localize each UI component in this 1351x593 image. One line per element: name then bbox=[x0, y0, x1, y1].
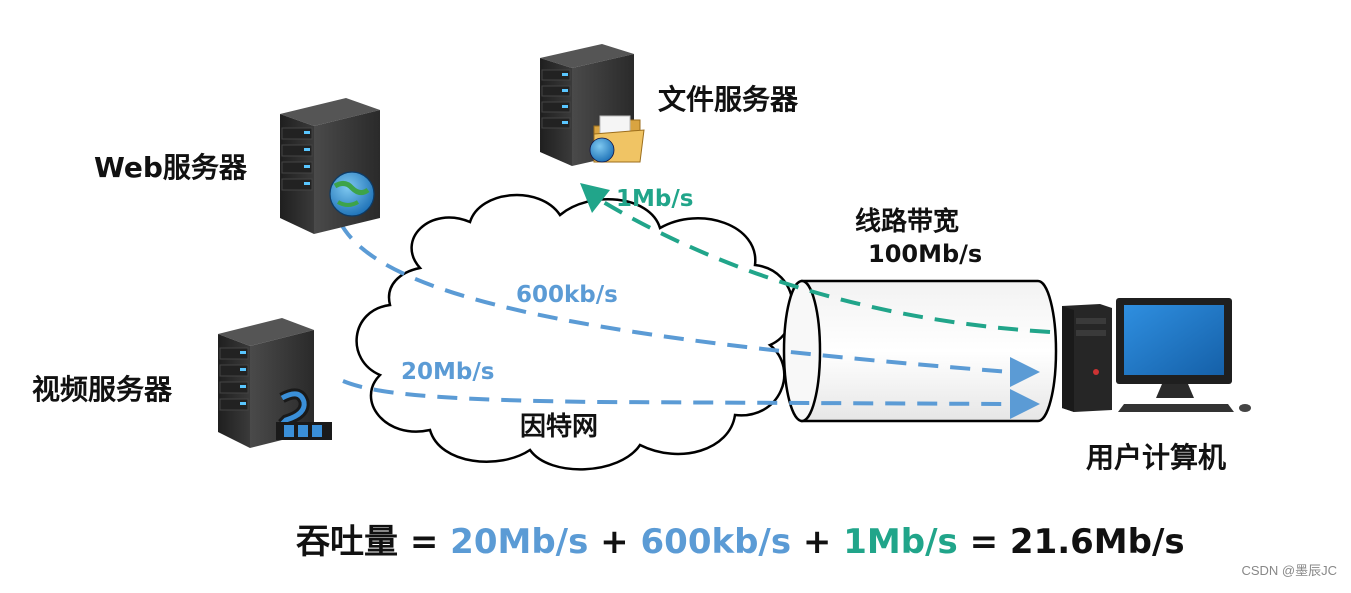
film-strip-icon bbox=[276, 388, 332, 440]
formula-result: 21.6Mb/s bbox=[1009, 522, 1185, 562]
web-rate-label: 600kb/s bbox=[516, 282, 618, 308]
web-server-label: Web服务器 bbox=[94, 151, 247, 184]
web-flow-line bbox=[338, 221, 1011, 374]
internet-cloud-icon bbox=[355, 193, 795, 471]
watermark: CSDN @墨辰JC bbox=[1241, 563, 1337, 578]
video-rate-label: 20Mb/s bbox=[401, 359, 495, 385]
formula-term-web: 600kb/s bbox=[640, 522, 792, 562]
web-server-icon bbox=[280, 98, 380, 234]
formula-prefix: 吞吐量 bbox=[296, 522, 398, 562]
file-flow-arrowhead bbox=[580, 183, 610, 213]
formula-plus: + bbox=[791, 522, 844, 562]
formula-term-video: 20Mb/s bbox=[450, 522, 589, 562]
globe-icon bbox=[329, 171, 375, 217]
internet-label: 因特网 bbox=[520, 412, 599, 442]
link-bandwidth-value: 100Mb/s bbox=[868, 240, 983, 268]
formula-equals: = bbox=[398, 522, 451, 562]
web-flow-arrowhead bbox=[1010, 357, 1040, 387]
desktop-computer-icon bbox=[1062, 298, 1251, 412]
video-server-label: 视频服务器 bbox=[32, 373, 173, 406]
file-rate-label: 1Mb/s bbox=[616, 186, 694, 212]
formula-plus: + bbox=[588, 522, 641, 562]
link-pipe-icon bbox=[782, 279, 1058, 423]
formula-term-file: 1Mb/s bbox=[843, 522, 958, 562]
formula-equals: = bbox=[957, 522, 1010, 562]
file-server-label: 文件服务器 bbox=[658, 83, 799, 116]
file-flow-line bbox=[598, 198, 1051, 334]
throughput-formula: 吞吐量 = 20Mb/s + 600kb/s + 1Mb/s = 21.6Mb/… bbox=[296, 514, 1185, 563]
video-flow-line bbox=[342, 379, 1011, 406]
folder-icon bbox=[589, 115, 645, 163]
link-bandwidth-title: 线路带宽 bbox=[855, 207, 960, 237]
video-flow-arrowhead bbox=[1010, 389, 1040, 419]
user-computer-label: 用户计算机 bbox=[1086, 441, 1227, 474]
